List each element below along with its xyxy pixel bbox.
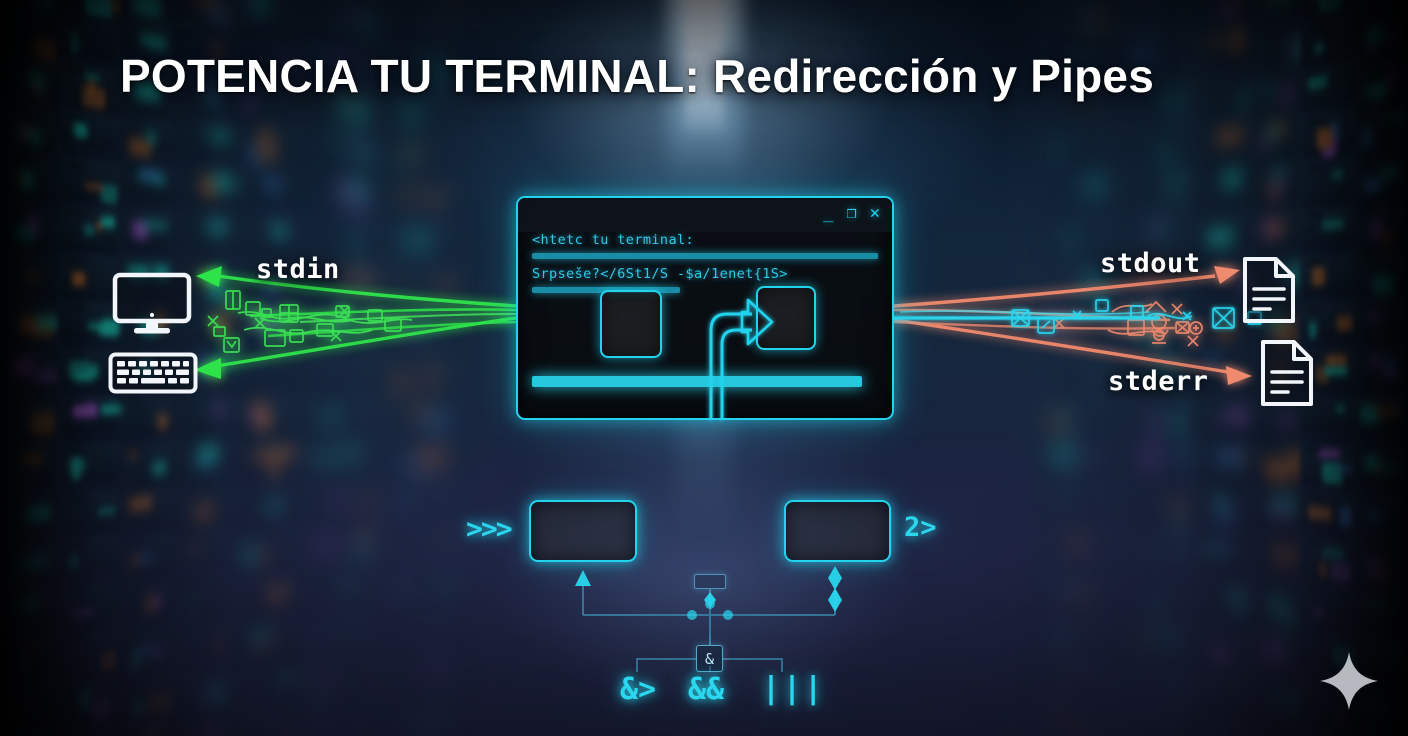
monitor-icon — [112, 272, 192, 342]
tree-node-amp: & — [696, 645, 723, 672]
symbol-pipe-operator: ||| — [762, 671, 826, 706]
document-icon-stderr — [1258, 338, 1316, 413]
keyboard-icon — [108, 352, 198, 399]
page-title-part2: Redirección y Pipes — [713, 50, 1154, 102]
pipe-arrowhead — [740, 298, 774, 346]
sparkle-icon — [1318, 650, 1380, 717]
stdout-label: stdout — [1100, 248, 1201, 279]
page-title: POTENCIA TU TERMINAL: Redirección y Pipe… — [120, 50, 1154, 102]
stderr-label: stderr — [1108, 366, 1209, 397]
page-title-part1: POTENCIA TU TERMINAL: — [120, 50, 701, 102]
tree-node-blank — [694, 574, 726, 589]
symbol-append: >>> — [466, 512, 513, 545]
symbol-and-operator: && — [688, 672, 725, 707]
document-icon-stdout — [1240, 255, 1298, 330]
stdin-label: stdin — [256, 254, 340, 285]
symbol-amp-redirect: &> — [620, 672, 657, 707]
symbol-stderr-redirect: 2> — [904, 512, 937, 543]
